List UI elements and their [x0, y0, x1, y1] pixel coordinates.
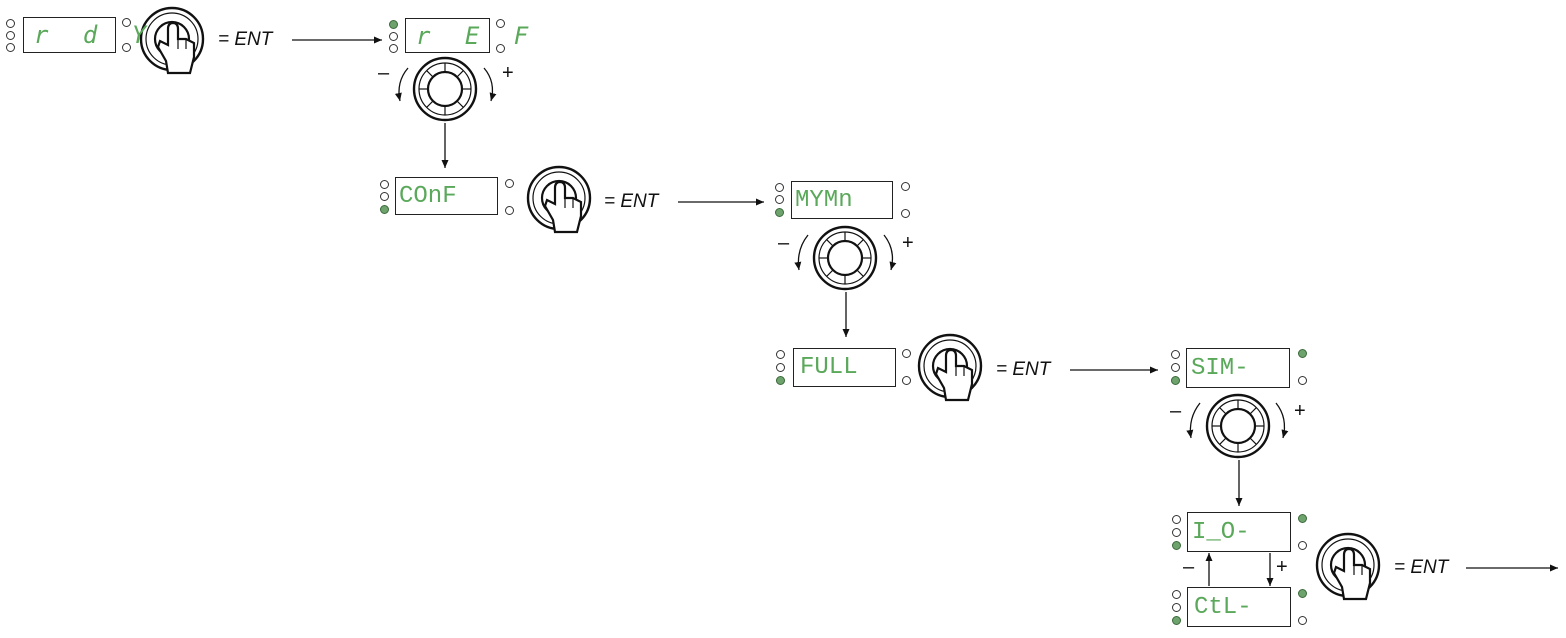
plus-sign: + — [502, 62, 514, 84]
led-sim-right-1 — [1298, 349, 1307, 358]
jog-dial-rotate-icon — [812, 225, 878, 291]
led-rdy-left-2 — [6, 31, 15, 40]
led-ref-left-2 — [389, 32, 398, 41]
led-rdy-left-1 — [6, 19, 15, 28]
led-rdy-left-3 — [6, 43, 15, 52]
led-io-right-1 — [1298, 514, 1307, 523]
led-rdy-right-2 — [122, 43, 131, 52]
display-io: I_O- — [1187, 512, 1291, 552]
jog-dial-press-icon — [139, 6, 205, 75]
led-sim-left-1 — [1171, 350, 1180, 359]
led-conf-left-3 — [380, 205, 389, 214]
minus-sign: – — [1170, 400, 1182, 422]
led-ctl-left-1 — [1172, 590, 1181, 599]
led-sim-right-2 — [1298, 376, 1307, 385]
led-full-left-1 — [776, 350, 785, 359]
led-io-left-1 — [1172, 515, 1181, 524]
ent-label: = ENT — [996, 359, 1051, 380]
minus-sign: – — [378, 62, 390, 84]
led-sim-left-2 — [1171, 363, 1180, 372]
display-mymn: MYMn — [791, 181, 893, 219]
minus-sign: – — [1183, 556, 1195, 578]
led-io-left-2 — [1172, 528, 1181, 537]
jog-dial-press-icon — [1315, 532, 1381, 601]
led-full-right-2 — [902, 376, 911, 385]
led-rdy-right-1 — [122, 18, 131, 27]
display-sim: SIM- — [1186, 348, 1290, 388]
led-ctl-left-3 — [1172, 616, 1181, 625]
display-rdy: r d Y — [23, 17, 146, 53]
jog-dial-press-icon — [917, 333, 983, 402]
jog-dial-rotate-icon — [412, 56, 478, 122]
led-mymn-right-2 — [901, 209, 910, 218]
led-conf-right-2 — [505, 206, 514, 215]
ent-label: = ENT — [1394, 557, 1449, 578]
plus-sign: + — [1294, 400, 1306, 422]
led-ref-left-1 — [389, 20, 398, 29]
rotate-arc-left-3 — [1186, 402, 1201, 439]
led-conf-left-1 — [380, 180, 389, 189]
jog-dial-rotate-icon — [1205, 393, 1271, 459]
display-ref: r E F — [405, 18, 528, 53]
led-mymn-left-3 — [775, 208, 784, 217]
plus-sign: + — [1276, 556, 1288, 578]
jog-dial-press-icon — [526, 165, 592, 234]
ent-label: = ENT — [604, 191, 659, 212]
display-conf: COnF — [395, 177, 498, 215]
led-ref-right-2 — [496, 44, 505, 53]
rotate-arc-right-3 — [1275, 402, 1289, 439]
rotate-arc-left-2 — [794, 234, 809, 271]
plus-sign: + — [902, 232, 914, 254]
display-full: FULL — [793, 348, 896, 387]
led-mymn-left-2 — [775, 195, 784, 204]
led-ctl-right-1 — [1298, 589, 1307, 598]
led-conf-left-2 — [380, 192, 389, 201]
minus-sign: – — [778, 232, 790, 254]
led-ctl-right-2 — [1298, 616, 1307, 625]
led-full-left-3 — [776, 376, 785, 385]
led-ctl-left-2 — [1172, 603, 1181, 612]
display-ctl: CtL- — [1187, 587, 1291, 627]
rotate-arc-right-1 — [483, 67, 497, 102]
led-mymn-right-1 — [901, 182, 910, 191]
led-conf-right-1 — [505, 179, 514, 188]
led-full-right-1 — [902, 349, 911, 358]
led-io-right-2 — [1298, 541, 1307, 550]
led-ref-right-1 — [496, 19, 505, 28]
led-full-left-2 — [776, 363, 785, 372]
led-io-left-3 — [1172, 541, 1181, 550]
rotate-arc-left-1 — [394, 67, 409, 102]
led-sim-left-3 — [1171, 376, 1180, 385]
led-mymn-left-1 — [775, 183, 784, 192]
ent-label: = ENT — [218, 29, 273, 50]
rotate-arc-right-2 — [883, 234, 897, 271]
led-ref-left-3 — [389, 44, 398, 53]
